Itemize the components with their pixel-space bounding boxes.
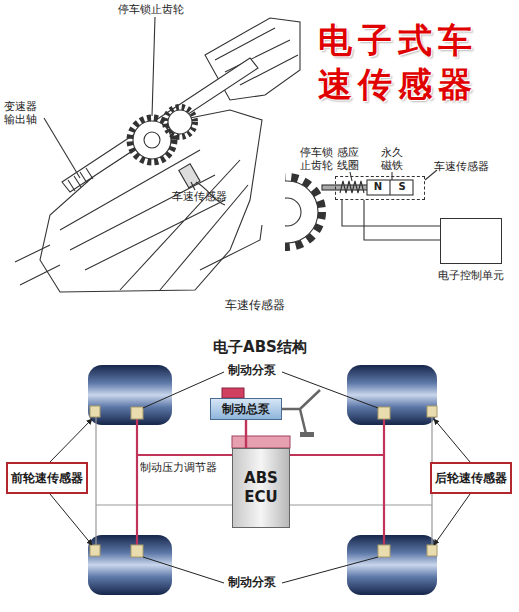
output-shaft: [62, 58, 258, 192]
section-heading: 电子ABS结构: [160, 338, 360, 356]
part-label: 永久 磁铁: [381, 146, 407, 172]
node-text: 车速传感器: [434, 160, 496, 173]
leader-arrow: [50, 494, 92, 545]
sensor-callout-box: 后轮速传感器: [430, 462, 512, 494]
wheel-cylinder: [131, 407, 143, 419]
node-text: 电子控制单元: [438, 269, 508, 282]
wheel: [88, 365, 172, 425]
figure-caption: 车速传感器: [170, 298, 340, 313]
speed-sensor: [179, 164, 200, 188]
leader-line: [143, 557, 224, 583]
control-unit-box: 电子控制单元: [440, 218, 502, 264]
wheel: [88, 535, 172, 595]
part-label: 停车锁 止齿轮: [300, 146, 340, 172]
reservoir-cap: [222, 388, 244, 398]
wheel-cylinder: [131, 545, 143, 557]
sensor-callout-box: 前轮速传感器: [6, 462, 88, 494]
wheel-speed-sensor: [427, 545, 437, 556]
tone-gear: [285, 177, 322, 247]
signal-wire: [364, 200, 440, 240]
node-text: 制动总泵: [222, 402, 270, 416]
gear-teeth: [285, 177, 322, 247]
transmission-drawing: [15, 17, 300, 292]
abs-drawing: [50, 365, 470, 595]
gear-hub: [144, 132, 160, 148]
housing-main: [40, 110, 262, 292]
gear-body: [285, 181, 318, 243]
brake-line: [245, 420, 247, 448]
wheel-speed-sensor: [90, 406, 100, 417]
wheel-cylinder: [378, 545, 390, 557]
leader-line: [191, 182, 195, 190]
gear-teeth: [165, 107, 195, 137]
leader-arrow: [434, 419, 470, 462]
sensor-wire: [96, 415, 432, 548]
leader-line: [282, 372, 378, 408]
leader-line: [152, 17, 155, 116]
wheel-speed-sensor: [427, 406, 437, 417]
wheel: [347, 535, 437, 595]
wheel-speed-sensor: [90, 545, 100, 556]
magnet-divider: [389, 180, 390, 195]
leader-arrow: [50, 419, 92, 462]
housing-rib: [60, 150, 248, 290]
permanent-magnet: [367, 180, 413, 195]
part-label: 感应 线圈: [337, 146, 363, 172]
signal-wire: [342, 200, 440, 226]
node-text: ABS ECU: [233, 469, 289, 507]
leader-arrow: [434, 494, 470, 545]
abs-ecu-box: ABS ECU: [232, 448, 290, 528]
part-label: 车速传感器: [172, 190, 236, 203]
part-label: 制动分泵: [220, 363, 284, 377]
gear-body: [168, 110, 192, 134]
pedal-pad: [300, 432, 314, 437]
leader-line: [282, 557, 378, 583]
wheel: [347, 365, 437, 425]
pole-mark: S: [393, 181, 411, 193]
part-label: 变速器 输出轴: [4, 100, 44, 126]
part-label: 制动压力调节器: [140, 461, 232, 474]
frame-member: [15, 225, 262, 285]
master-cylinder-box: 制动总泵: [210, 398, 282, 420]
node-text: 后轮速传感器: [435, 471, 507, 485]
induction-coil: [340, 181, 364, 193]
part-label: 制动分泵: [220, 575, 284, 589]
wheel-cylinder: [378, 407, 390, 419]
shaft-spline: [68, 168, 93, 191]
leader-arrows: [50, 372, 470, 583]
node-text: 前轮速传感器: [11, 471, 83, 485]
leader-line: [44, 118, 80, 178]
sensor-schematic: [252, 170, 437, 247]
valve-block: [232, 436, 290, 448]
part-label: 停车锁止齿轮: [118, 3, 198, 16]
pole-mark: N: [369, 181, 387, 193]
diagram-title: 电子式车 速传感器: [318, 18, 503, 106]
brake-line: [137, 419, 384, 548]
brake-pedal: [282, 390, 320, 434]
gear-hub: [285, 198, 301, 226]
